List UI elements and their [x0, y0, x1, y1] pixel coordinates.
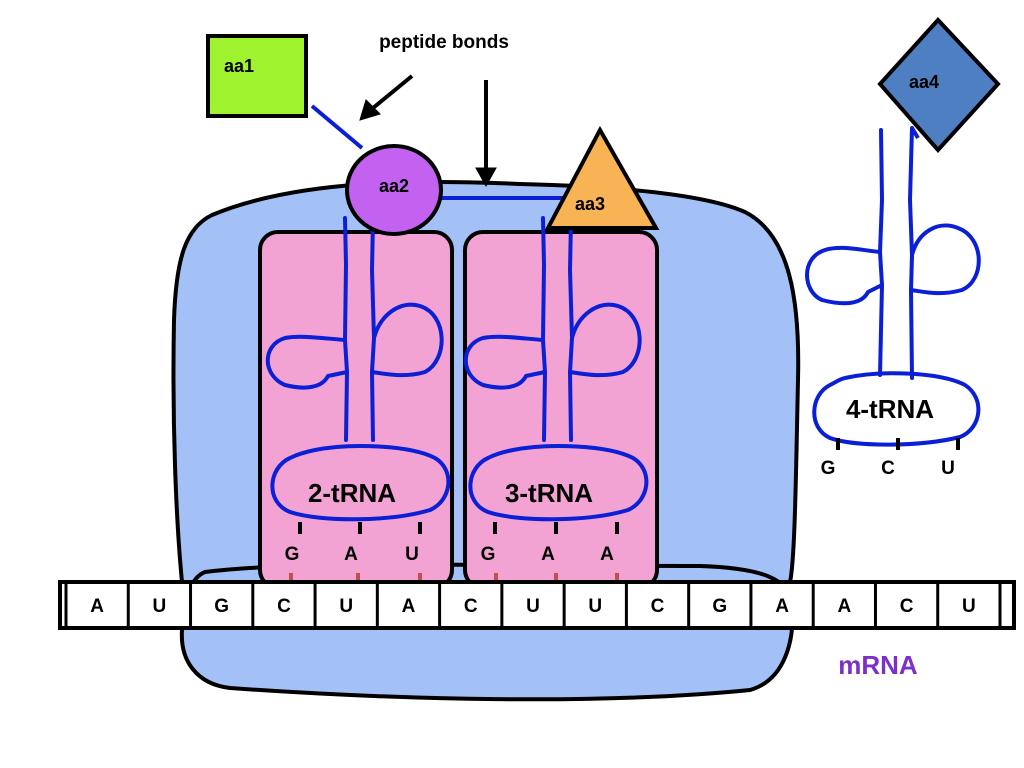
- mrna-base: C: [277, 596, 291, 617]
- amino-acid-aa3: [544, 125, 660, 230]
- mrna-base: A: [775, 596, 789, 617]
- mrna-base: G: [712, 596, 727, 617]
- mrna-base: A: [837, 596, 851, 617]
- trna-4-name: 4-tRNA: [846, 394, 934, 424]
- mrna-base: U: [153, 596, 167, 617]
- anticodon-base: G: [821, 458, 836, 479]
- mrna-base: C: [900, 596, 914, 617]
- anticodon-base: A: [344, 544, 358, 565]
- anticodon-2: G A U: [285, 544, 419, 565]
- anticodon-base: U: [405, 544, 419, 565]
- anticodon-4: G C U: [821, 458, 955, 479]
- trna-2-name: 2-tRNA: [308, 478, 396, 508]
- anticodon-3: G A A: [481, 544, 615, 565]
- anticodon-base: C: [881, 458, 895, 479]
- mrna-base: C: [464, 596, 478, 617]
- anticodon-base: U: [941, 458, 955, 479]
- aa4-label: aa4: [909, 72, 939, 92]
- trna-3-name: 3-tRNA: [505, 478, 593, 508]
- mrna-base: U: [526, 596, 540, 617]
- trna-3: [463, 216, 649, 522]
- mrna-base: C: [651, 596, 665, 617]
- anticodon-ticks: [298, 438, 960, 534]
- aa4-attach-line: [910, 126, 920, 140]
- anticodon-base: A: [600, 544, 614, 565]
- mrna-base: U: [588, 596, 602, 617]
- mrna-base: A: [90, 596, 104, 617]
- trna-slot-p-site: [258, 230, 454, 590]
- anticodon-base: A: [541, 544, 555, 565]
- amino-acid-aa1: [206, 34, 308, 118]
- mrna-dividers: [126, 584, 940, 626]
- mrna-base: G: [214, 596, 229, 617]
- mrna-label: mRNA: [838, 650, 918, 680]
- mrna-base: U: [339, 596, 353, 617]
- mrna-strand-frame: [58, 580, 1016, 630]
- mrna-base: U: [962, 596, 976, 617]
- mrna-base: A: [402, 596, 416, 617]
- peptide-bonds-label: peptide bonds: [379, 32, 509, 53]
- trna-4: [805, 126, 981, 447]
- aa2-label: aa2: [379, 176, 409, 196]
- aa3-label: aa3: [575, 194, 605, 214]
- peptide-bond-arrows: [359, 74, 497, 188]
- amino-acid-aa2: [345, 144, 443, 236]
- anticodon-base: G: [285, 544, 300, 565]
- aa1-label: aa1: [224, 56, 254, 76]
- trna-slot-a-site: [463, 230, 659, 590]
- anticodon-base: G: [481, 544, 496, 565]
- amino-acid-aa4: [877, 17, 1001, 154]
- trna-2: [265, 216, 451, 522]
- peptide-bond-aa1-aa2: [310, 104, 364, 150]
